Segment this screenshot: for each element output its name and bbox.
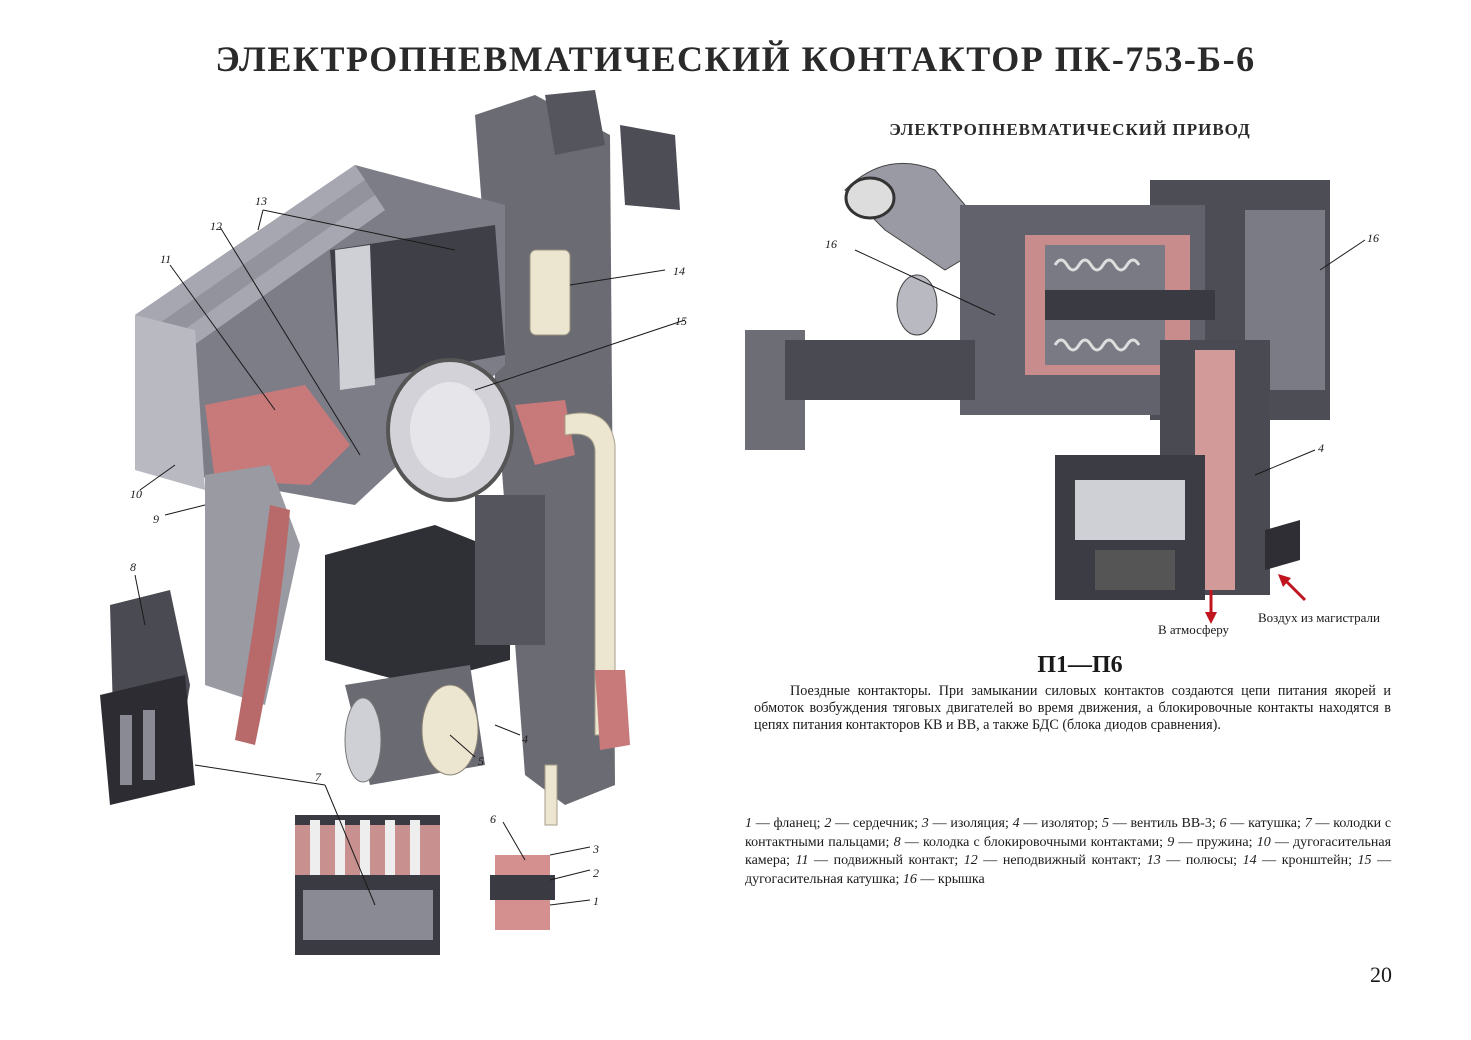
legend-text: неподвижный контакт;: [1002, 853, 1142, 868]
callout-1: 1: [593, 894, 599, 908]
callout-13: 13: [255, 194, 267, 208]
legend-number: 8: [893, 834, 901, 850]
callout-15: 15: [675, 314, 687, 328]
drive-illustration: 16 16 4: [745, 162, 1379, 624]
legend-text: сердечник;: [852, 816, 919, 831]
callout-2: 2: [593, 866, 599, 880]
label-air-in: Воздух из магистрали: [1258, 610, 1380, 625]
legend-text: фланец;: [773, 816, 821, 831]
legend-number: 2: [824, 816, 832, 831]
frame-bolt-block: [545, 90, 605, 155]
callout-4: 4: [522, 732, 528, 746]
callout-11: 11: [160, 252, 171, 266]
callout-9: 9: [153, 512, 159, 526]
callout-8: 8: [130, 560, 136, 574]
legend-number: 15: [1357, 853, 1372, 868]
callout-5: 5: [478, 754, 484, 768]
valve-coil: [421, 684, 479, 776]
pole-plates: [330, 225, 505, 385]
frame-bolt-block-2: [620, 125, 680, 210]
callout-10: 10: [130, 487, 142, 501]
legend-number: 12: [963, 853, 978, 868]
cylinder: [325, 525, 510, 685]
fixed-contact-bus: [515, 400, 575, 465]
moving-contact: [205, 385, 350, 485]
description-paragraph: Поездные контакторы. При замыкании силов…: [754, 683, 1391, 733]
drive-pipe: [785, 340, 975, 400]
legend-number: 14: [1242, 853, 1257, 868]
legend-text: дугогасительная камера;: [745, 834, 1392, 869]
legend-text: колодка с блокировочными контактами;: [922, 834, 1164, 850]
legend-text: дугогасительная катушка;: [745, 871, 900, 887]
callout-14: 14: [673, 264, 685, 278]
legend-text: изолятор;: [1041, 816, 1099, 831]
legend-text: пружина;: [1196, 834, 1253, 850]
legend-text: крышка: [937, 871, 985, 887]
bracket: [529, 249, 571, 336]
legend-text: подвижный контакт;: [833, 853, 959, 868]
legend-number: 9: [1167, 834, 1175, 850]
legend-number: 13: [1146, 853, 1161, 868]
callout-12: 12: [210, 219, 222, 233]
legend-text: изоляция;: [950, 816, 1009, 831]
contactor-illustration: 13 12 11 10 9 8 7 14 15 5 4 6 3 2 1: [100, 90, 687, 955]
legend-text: кронштейн;: [1281, 853, 1352, 868]
drive-callout-16-left: 16: [825, 237, 837, 251]
legend-number: 16: [902, 871, 917, 887]
legend-number: 10: [1256, 834, 1271, 850]
arc-chute-side: [135, 315, 205, 490]
legend-number: 5: [1101, 816, 1109, 831]
legend-text: колодки с контактными пальцами;: [745, 816, 1392, 850]
legend-number: 4: [1012, 816, 1020, 831]
legend-number: 6: [1219, 816, 1227, 831]
drive-callout-4: 4: [1318, 441, 1324, 455]
legend-text: полюсы;: [1185, 853, 1238, 868]
drive-callout-16-right: 16: [1367, 231, 1379, 245]
legend-number: 1: [745, 816, 752, 831]
spring: [235, 505, 290, 745]
legend-number: 3: [921, 816, 929, 831]
legend-number: 7: [1304, 816, 1312, 831]
callout-6: 6: [490, 812, 496, 826]
legend: 1 — фланец; 2 — сердечник; 3 — изоляция;…: [745, 816, 1392, 887]
drive-rod: [1045, 290, 1215, 320]
section-code: П1—П6: [1037, 652, 1123, 678]
page-number: 20: [1370, 962, 1392, 987]
label-atmosphere: В атмосферу: [1158, 622, 1230, 637]
legend-number: 11: [795, 853, 809, 868]
legend-text: катушка;: [1248, 816, 1301, 831]
callout-3: 3: [592, 842, 599, 856]
page-title: ЭЛЕКТРОПНЕВМАТИЧЕСКИЙ КОНТАКТОР ПК-753-Б…: [215, 39, 1256, 79]
legend-text: вентиль ВВ-3;: [1130, 816, 1216, 831]
callout-7: 7: [315, 770, 322, 784]
drive-title: ЭЛЕКТРОПНЕВМАТИЧЕСКИЙ ПРИВОД: [889, 120, 1251, 139]
